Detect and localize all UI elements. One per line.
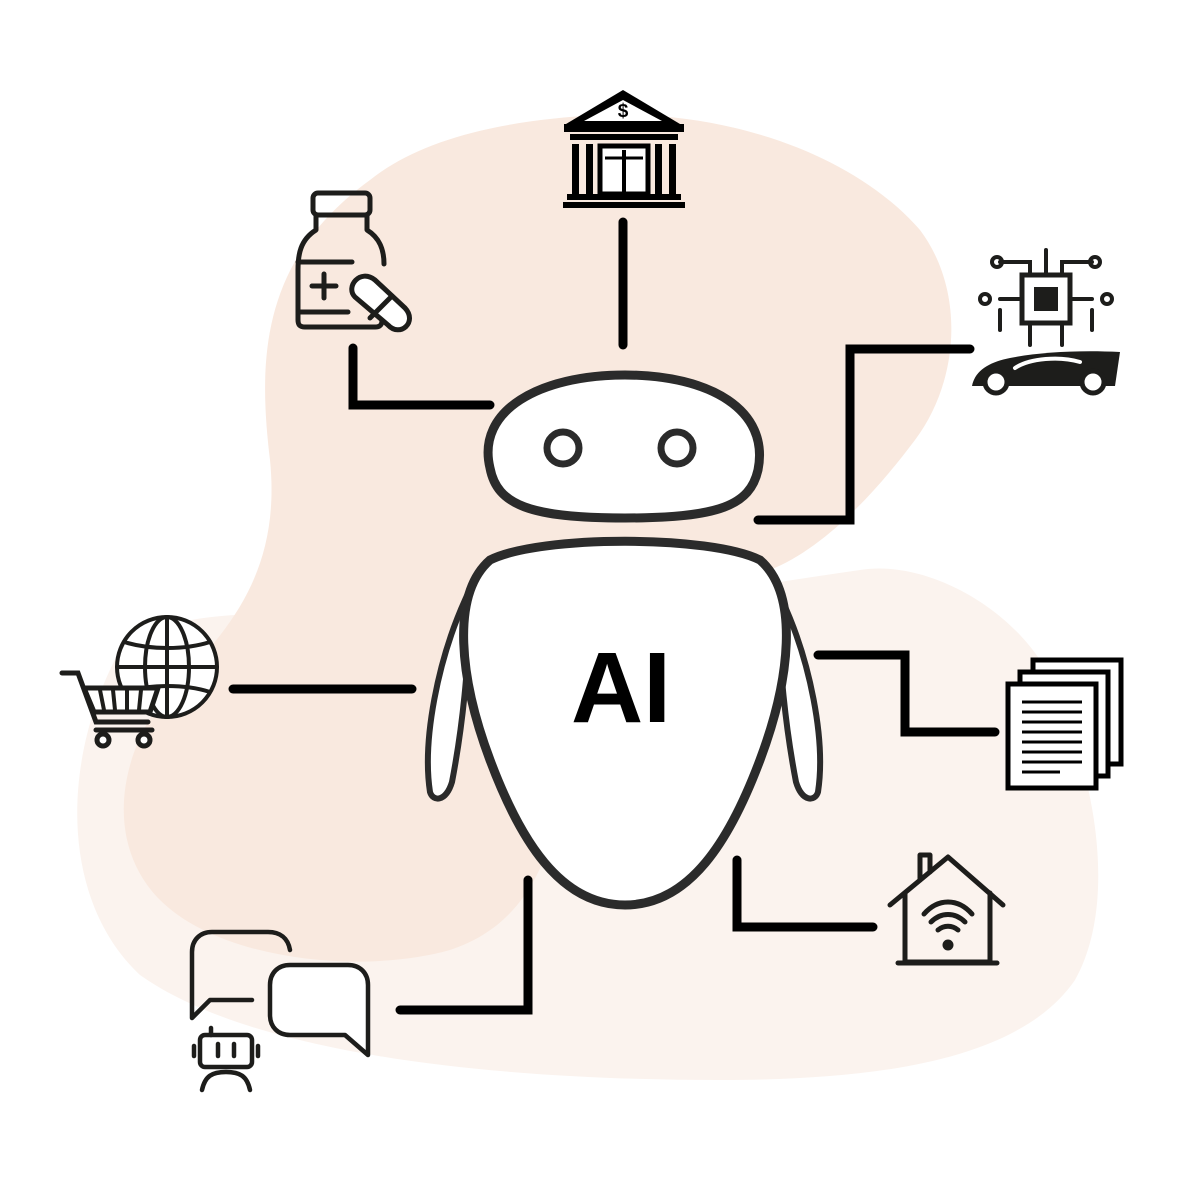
- robot-right-eye: [657, 428, 697, 468]
- robot-head: [483, 370, 764, 523]
- connector-medicine: [348, 343, 495, 410]
- robot-body: [459, 536, 791, 910]
- chip-car-icon: [972, 248, 1120, 396]
- connector-lines: [228, 217, 1000, 1015]
- svg-text:$: $: [618, 101, 629, 122]
- connector-chatbot: [395, 875, 533, 1015]
- bank-icon: $: [563, 90, 685, 208]
- smart-home-icon: [887, 852, 1006, 966]
- robot-left-eye: [543, 428, 583, 468]
- connector-documents: [813, 650, 1000, 737]
- connector-chip-car: [753, 344, 975, 525]
- chatbot-icon: [189, 929, 371, 1093]
- globe-cart-icon: [59, 615, 219, 749]
- connector-smart-home: [732, 855, 878, 932]
- medicine-bottle-icon: [295, 190, 412, 333]
- documents-icon: [1005, 657, 1124, 791]
- robot-ai-label: AI: [571, 632, 671, 744]
- robot-icon: AI: [424, 370, 824, 910]
